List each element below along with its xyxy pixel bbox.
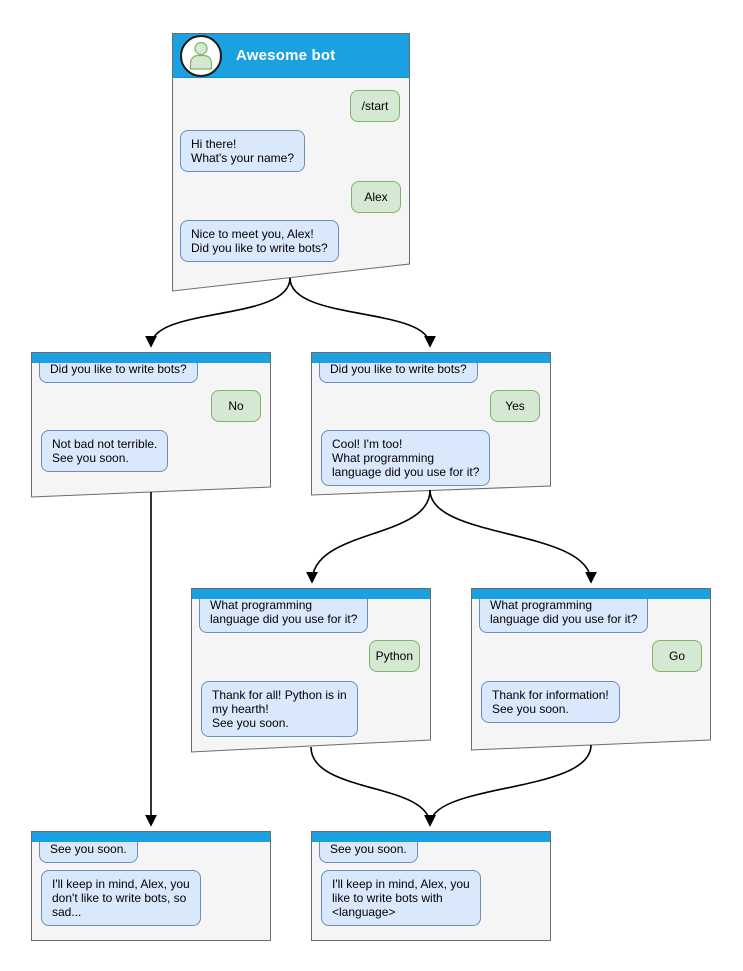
node-branch-no: Did you like to write bots? No Not bad n… — [31, 352, 271, 498]
connector-python-to-end — [310, 746, 436, 827]
user-message-bubble: Yes — [490, 390, 540, 422]
node-end-no: See you soon. I'll keep in mind, Alex, y… — [31, 831, 271, 941]
node-titlebar — [472, 589, 710, 599]
user-message-bubble: Alex — [351, 181, 401, 213]
node-titlebar — [312, 353, 550, 363]
user-message-bubble: No — [211, 390, 261, 422]
node-main-chat: Awesome bot /start Hi there! What's your… — [172, 33, 410, 292]
bot-message-bubble: Thank for all! Python is in my hearth! S… — [201, 681, 358, 737]
user-message-bubble: Go — [652, 640, 702, 672]
node-branch-python: What programming language did you use fo… — [191, 588, 431, 753]
node-titlebar — [312, 832, 550, 842]
user-message-bubble: Python — [368, 640, 420, 672]
connector-yes-to-go — [429, 489, 597, 584]
bot-message-bubble: I'll keep in mind, Alex, you don't like … — [41, 870, 201, 926]
chat-header: Awesome bot — [173, 34, 409, 78]
bot-message-bubble: Not bad not terrible. See you soon. — [41, 430, 169, 472]
connector-yes-to-python — [306, 489, 431, 584]
user-message-bubble: /start — [350, 90, 400, 122]
bot-message-bubble: Hi there! What's your name? — [180, 130, 306, 172]
bot-message-bubble: Cool! I'm too! What programming language… — [321, 430, 491, 486]
node-branch-go: What programming language did you use fo… — [471, 588, 711, 751]
node-branch-yes: Did you like to write bots? Yes Cool! I'… — [311, 352, 551, 496]
connector-go-to-end — [424, 744, 592, 827]
bot-message-bubble: Thank for information! See you soon. — [481, 681, 620, 723]
bot-message-bubble: I'll keep in mind, Alex, you like to wri… — [321, 870, 481, 926]
node-titlebar — [32, 832, 270, 842]
chat-title: Awesome bot — [236, 47, 336, 64]
node-titlebar — [32, 353, 270, 363]
node-end-language: See you soon. I'll keep in mind, Alex, y… — [311, 831, 551, 941]
bot-message-bubble: Nice to meet you, Alex! Did you like to … — [180, 220, 339, 262]
person-avatar-icon — [180, 34, 222, 77]
node-titlebar — [192, 589, 430, 599]
